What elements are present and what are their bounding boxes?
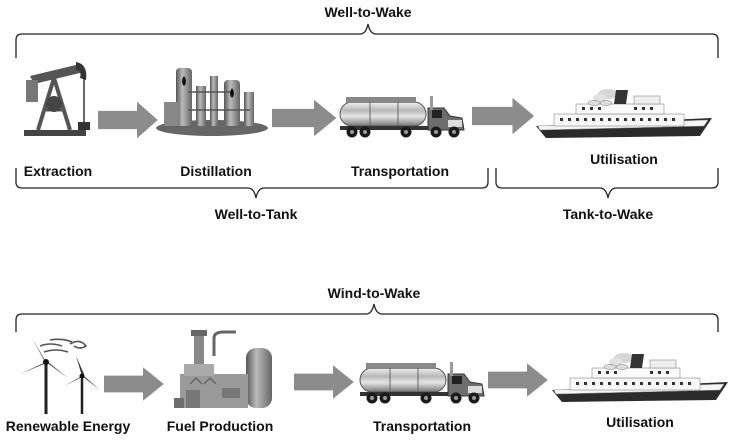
well-to-tank-brace: [15, 168, 489, 199]
extraction-label: Extraction: [23, 163, 93, 179]
utilisation-label-bottom: Utilisation: [606, 414, 674, 430]
tanker-truck-icon: [339, 95, 465, 138]
arrow-right-icon: [294, 365, 354, 399]
oil-pump-icon: [24, 62, 90, 136]
tank-to-wake-brace: [495, 168, 719, 199]
arrow-right-icon: [488, 363, 548, 397]
transportation-label: Transportation: [350, 163, 450, 179]
arrow-right-icon: [272, 99, 337, 137]
fuel-plant-icon: [174, 330, 272, 408]
well-to-wake-brace: [15, 23, 719, 58]
well-to-tank-label: Well-to-Tank: [214, 206, 298, 222]
refinery-icon: [156, 68, 268, 136]
fuel-production-label: Fuel Production: [166, 418, 274, 434]
transportation-label-bottom: Transportation: [372, 418, 472, 434]
ship-icon: [535, 88, 713, 139]
arrow-right-icon: [104, 367, 164, 401]
arrow-right-icon: [98, 101, 158, 139]
tanker-truck-icon: [359, 361, 485, 404]
wind-to-wake-label: Wind-to-Wake: [327, 285, 421, 301]
utilisation-label: Utilisation: [590, 151, 658, 167]
wind-turbine-icon: [20, 338, 100, 414]
distillation-label: Distillation: [180, 163, 252, 179]
ship-icon: [551, 352, 729, 403]
tank-to-wake-label: Tank-to-Wake: [562, 206, 654, 222]
renewable-energy-label: Renewable Energy: [5, 418, 131, 434]
arrow-right-icon: [472, 97, 535, 135]
well-to-wake-label: Well-to-Wake: [324, 4, 412, 20]
wind-to-wake-brace: [15, 303, 719, 332]
